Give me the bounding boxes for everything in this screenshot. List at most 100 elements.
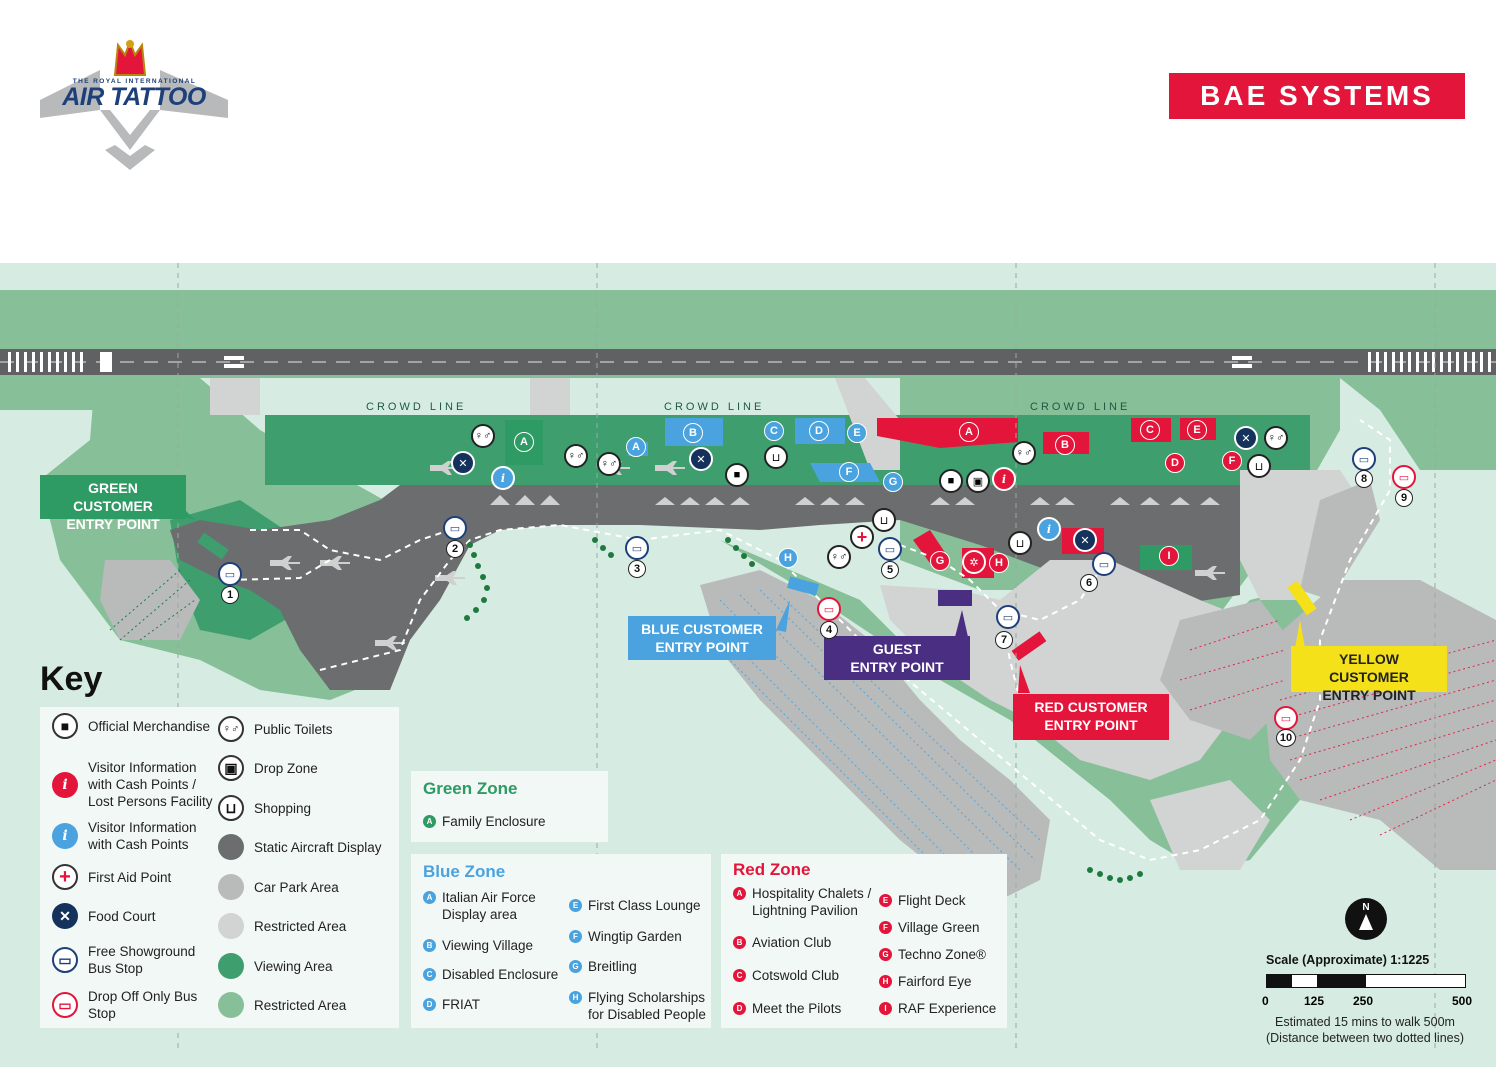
bus-red-icon[interactable]: ▭ xyxy=(1274,706,1298,730)
blue-zone-marker-f[interactable]: F xyxy=(839,462,859,482)
key-item-merchandise: ■ Official Merchandise xyxy=(52,713,222,739)
crowd-line-label-3: CROWD LINE xyxy=(1030,401,1131,413)
toilets-icon[interactable]: ♀♂ xyxy=(1264,426,1288,450)
first-aid-icon[interactable]: + xyxy=(850,525,874,549)
red-zone-marker-i[interactable]: I xyxy=(1159,546,1179,566)
key-item-viewing-area: Viewing Area xyxy=(218,953,333,979)
car-park-swatch xyxy=(218,874,244,900)
blue-zone-marker-e[interactable]: E xyxy=(847,423,867,443)
toilets-icon: ♀♂ xyxy=(218,716,244,742)
entry-gates xyxy=(197,532,1317,661)
food-court-icon[interactable]: ✕ xyxy=(1234,426,1258,450)
bus-icon[interactable]: ▭ xyxy=(218,562,242,586)
food-court-icon[interactable]: ✕ xyxy=(1073,528,1097,552)
green-zone-marker-a[interactable]: A xyxy=(514,432,534,452)
scale-tick-250: 250 xyxy=(1353,994,1374,1008)
toilets-icon[interactable]: ♀♂ xyxy=(597,452,621,476)
scale-tick-125: 125 xyxy=(1304,994,1325,1008)
bus-icon[interactable]: ▭ xyxy=(996,605,1020,629)
toilets-icon[interactable]: ♀♂ xyxy=(471,424,495,448)
bus-stop-number-7: 7 xyxy=(995,631,1013,649)
basket-icon: ⊔ xyxy=(218,795,244,821)
food-court-icon[interactable]: ✕ xyxy=(451,451,475,475)
key-item-static-aircraft: Static Aircraft Display xyxy=(218,834,382,860)
red-zone-marker-h[interactable]: H xyxy=(989,553,1009,573)
basket-icon[interactable]: ⊔ xyxy=(764,445,788,469)
blue-zone-marker-c[interactable]: C xyxy=(764,421,784,441)
bus-icon[interactable]: ▭ xyxy=(1092,552,1116,576)
red-zone-marker-e[interactable]: E xyxy=(1187,420,1207,440)
basket-icon[interactable]: ⊔ xyxy=(1008,531,1032,555)
green-car-park xyxy=(100,560,200,640)
food-court-icon[interactable]: ✕ xyxy=(689,447,713,471)
scale-tick-500: 500 xyxy=(1452,994,1473,1008)
crowd-line-label-2: CROWD LINE xyxy=(664,401,765,413)
bus-icon[interactable]: ▭ xyxy=(443,516,467,540)
blue-zone-marker-h[interactable]: H xyxy=(778,548,798,568)
t-shirt-icon[interactable]: ■ xyxy=(939,469,963,493)
green-zone-item-a: A Family Enclosure xyxy=(423,813,546,830)
red-zone-marker-g[interactable]: G xyxy=(930,551,950,571)
key-title: Key xyxy=(40,660,103,698)
bus-icon[interactable]: ▭ xyxy=(878,537,902,561)
toilets-icon[interactable]: ♀♂ xyxy=(564,444,588,468)
luggage-icon[interactable]: ▣ xyxy=(966,469,990,493)
toilets-icon[interactable]: ♀♂ xyxy=(1012,441,1036,465)
bus-stop-number-2: 2 xyxy=(446,540,464,558)
info-blue-icon: i xyxy=(52,823,78,849)
blue-zone-marker-b[interactable]: B xyxy=(683,423,703,443)
t-shirt-icon[interactable]: ■ xyxy=(725,463,749,487)
red-zone-marker-b[interactable]: B xyxy=(1055,435,1075,455)
toilets-icon[interactable]: ♀♂ xyxy=(827,545,851,569)
bus-stop-number-1: 1 xyxy=(221,586,239,604)
blue-zone-marker-a[interactable]: A xyxy=(626,437,646,457)
sponsor-name: BAE SYSTEMS xyxy=(1200,80,1434,111)
blue-zone-title: Blue Zone xyxy=(423,862,506,881)
blue-zone-marker-g[interactable]: G xyxy=(883,472,903,492)
key-item-car-park: Car Park Area xyxy=(218,874,339,900)
key-item-bus-stop: ▭ Free Showground Bus Stop xyxy=(52,943,222,977)
info-blue-icon[interactable]: i xyxy=(491,466,515,490)
scale-tick-0: 0 xyxy=(1262,994,1269,1008)
red-zone-marker-a[interactable]: A xyxy=(959,422,979,442)
scale-title: Scale (Approximate) 1:1225 xyxy=(1266,953,1430,967)
blue-zone-marker-d[interactable]: D xyxy=(809,421,829,441)
key-item-shopping: ⊔ Shopping xyxy=(218,795,311,821)
bus-red-icon[interactable]: ▭ xyxy=(817,597,841,621)
basket-icon[interactable]: ⊔ xyxy=(872,508,896,532)
north-arrow-icon: N xyxy=(1345,898,1387,940)
red-zone-marker-d[interactable]: D xyxy=(1165,453,1185,473)
red-hospitality-chalets xyxy=(877,418,1018,448)
info-red-icon[interactable]: i xyxy=(992,467,1016,491)
bus-stop-number-9: 9 xyxy=(1395,489,1413,507)
basket-icon[interactable]: ⊔ xyxy=(1247,454,1271,478)
red-zone-marker-f[interactable]: F xyxy=(1222,451,1242,471)
key-item-info-blue: i Visitor Information with Cash Points xyxy=(52,819,222,853)
fairford-eye-icon[interactable]: ✲ xyxy=(962,550,986,574)
bus-red-icon[interactable]: ▭ xyxy=(1392,465,1416,489)
scale-note-distance: (Distance between two dotted lines) xyxy=(1265,1031,1465,1045)
info-blue-icon[interactable]: i xyxy=(1037,517,1061,541)
key-item-restricted-green: Restricted Area xyxy=(218,992,346,1018)
bus-stop-number-8: 8 xyxy=(1355,470,1373,488)
bus-icon[interactable]: ▭ xyxy=(625,536,649,560)
bus-icon[interactable]: ▭ xyxy=(1352,447,1376,471)
key-item-drop-zone: ▣ Drop Zone xyxy=(218,755,318,781)
key-item-restricted-grey: Restricted Area xyxy=(218,913,346,939)
red-zone-marker-c[interactable]: C xyxy=(1140,420,1160,440)
key-item-info-red: i Visitor Information with Cash Points /… xyxy=(52,759,222,810)
